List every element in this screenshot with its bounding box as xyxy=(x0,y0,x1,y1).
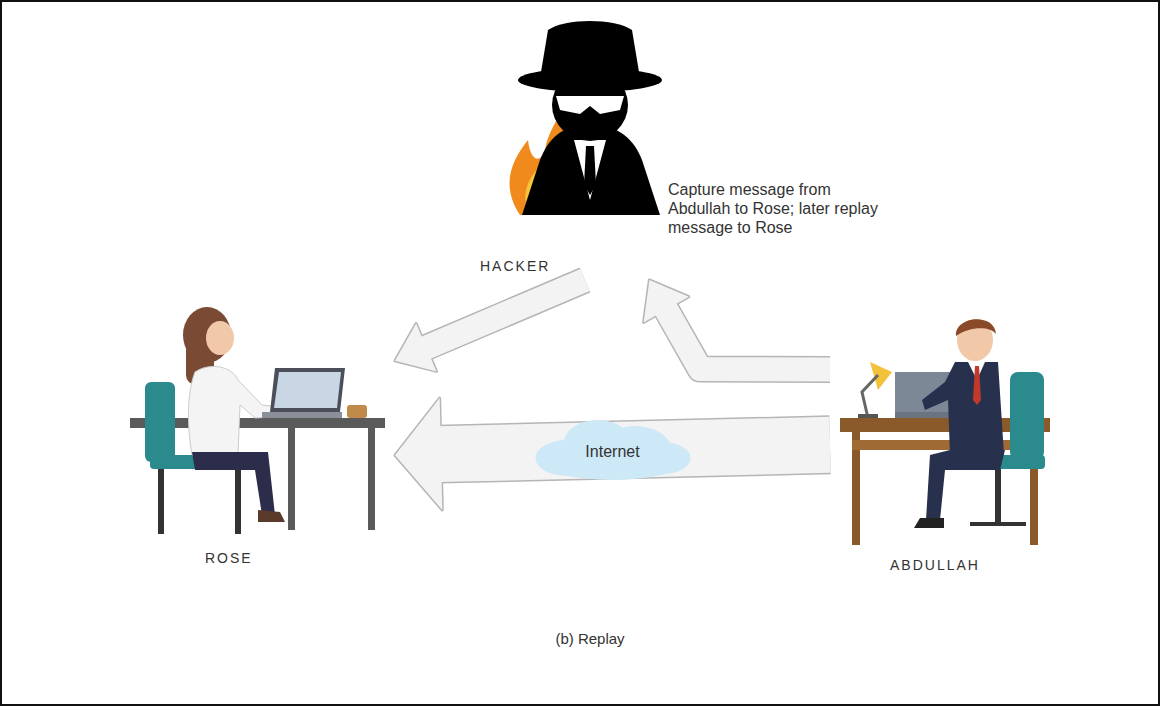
person-name: ROSE xyxy=(205,550,253,566)
person-node: HACKER xyxy=(470,5,700,280)
annotation-note: Capture message from Abdullah to Rose; l… xyxy=(668,180,883,237)
abdullah-figure xyxy=(840,319,1050,545)
hollow-arrow xyxy=(644,280,830,369)
hollow-arrow xyxy=(395,280,585,371)
edge-label: Internet xyxy=(585,443,639,461)
hacker-figure xyxy=(510,21,662,215)
figure-caption: (b) Replay xyxy=(555,630,624,647)
rose-figure xyxy=(130,307,385,534)
person-node: ROSE xyxy=(130,320,395,575)
person-name: ABDULLAH xyxy=(890,557,980,573)
person-node: ABDULLAH xyxy=(830,320,1060,580)
internet-cloud xyxy=(536,420,691,480)
person-name: HACKER xyxy=(480,258,550,274)
hollow-arrow xyxy=(395,398,830,510)
